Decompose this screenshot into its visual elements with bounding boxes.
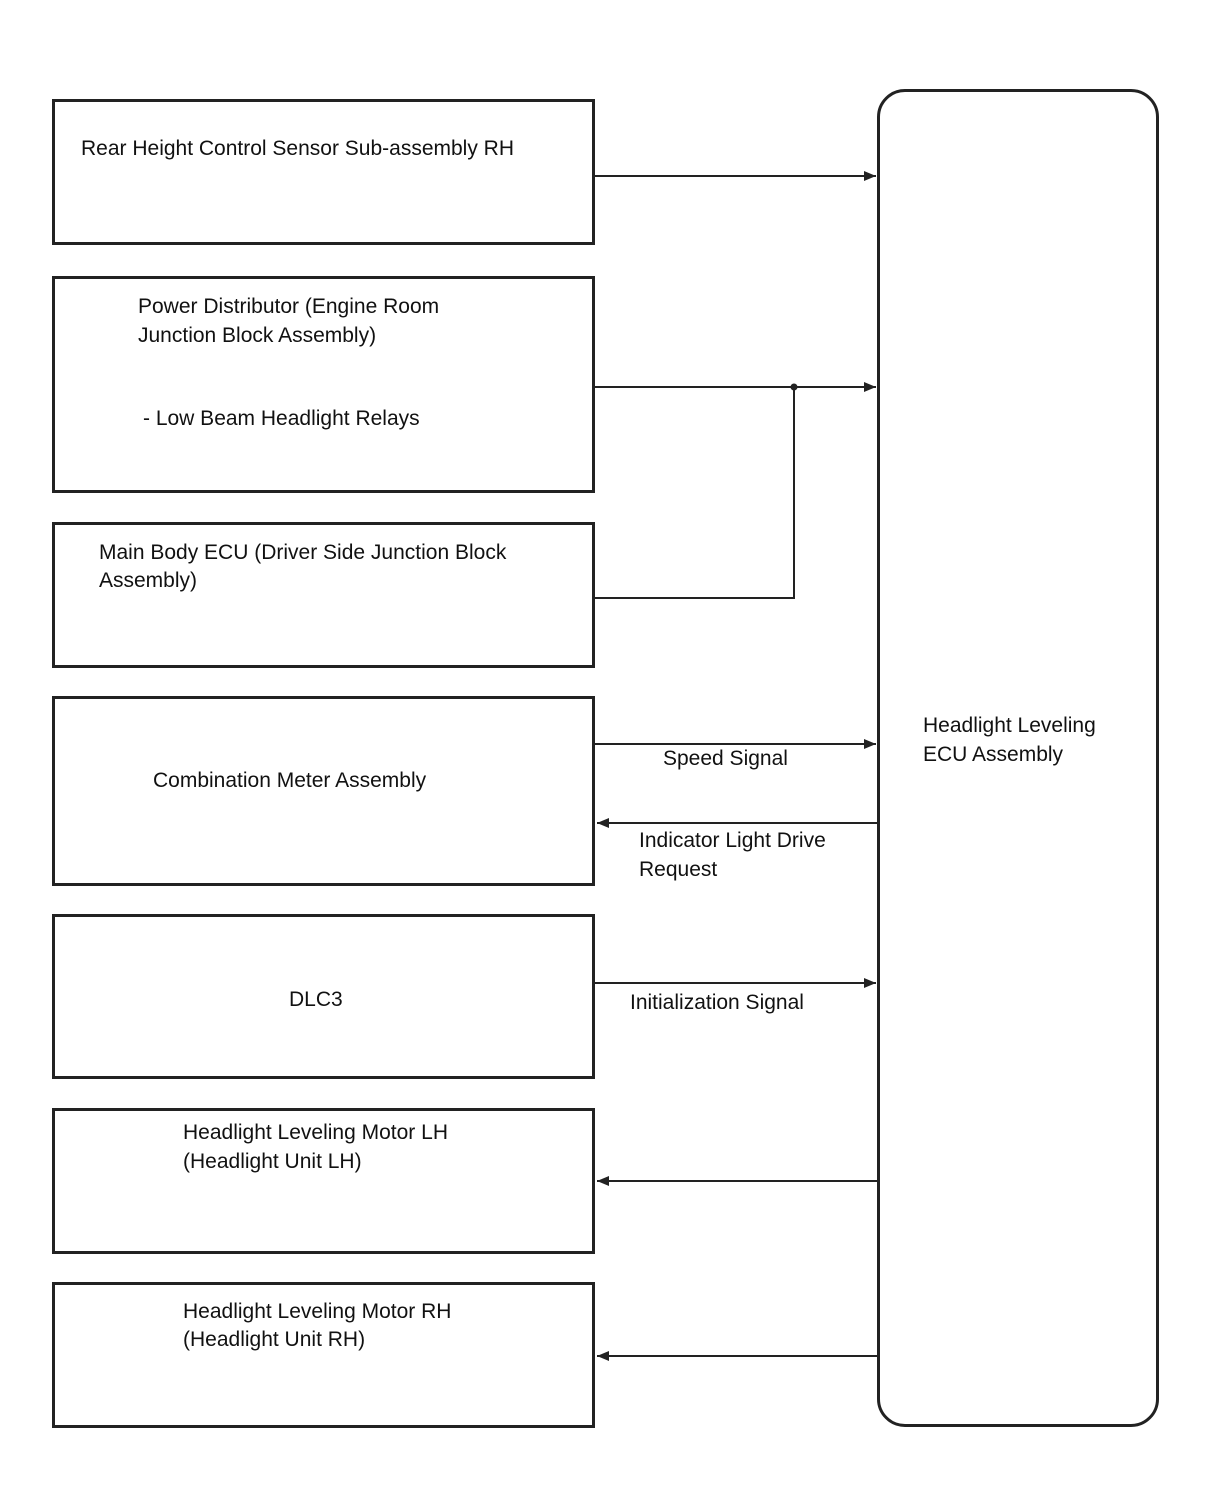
- motor-lh-label-line1: Headlight Leveling Motor LH: [183, 1121, 448, 1144]
- motor-rh-box: Headlight Leveling Motor RH (Headlight U…: [52, 1282, 595, 1428]
- power-distributor-label-line1: Power Distributor (Engine Room: [138, 295, 440, 318]
- dlc3-label: DLC3: [289, 988, 343, 1011]
- motor-rh-label-line1: Headlight Leveling Motor RH: [183, 1300, 452, 1323]
- motor-rh-label-line2: (Headlight Unit RH): [183, 1328, 366, 1351]
- motor-lh-label-line2: (Headlight Unit LH): [183, 1150, 362, 1173]
- combination-meter-box: Combination Meter Assembly: [52, 696, 595, 886]
- low-beam-relays-label: - Low Beam Headlight Relays: [143, 407, 420, 430]
- motor-lh-box: Headlight Leveling Motor LH (Headlight U…: [52, 1108, 595, 1254]
- initialization-signal-label: Initialization Signal: [630, 991, 804, 1014]
- combination-meter-label: Combination Meter Assembly: [153, 769, 427, 792]
- speed-signal-label: Speed Signal: [663, 747, 788, 770]
- main-body-ecu-label-line1: Main Body ECU (Driver Side Junction Bloc…: [99, 541, 507, 564]
- headlight-leveling-ecu-box: Headlight Leveling ECU Assembly: [877, 89, 1159, 1427]
- main-body-ecu-box: Main Body ECU (Driver Side Junction Bloc…: [52, 522, 595, 668]
- power-distributor-label-line2: Junction Block Assembly): [138, 324, 377, 347]
- junction-dot: [790, 383, 798, 391]
- indicator-request-label-line2: Request: [639, 858, 718, 881]
- ecu-label-line1: Headlight Leveling: [923, 714, 1096, 737]
- main-body-ecu-junction-line: [594, 387, 795, 599]
- rear-height-sensor-box: Rear Height Control Sensor Sub-assembly …: [52, 99, 595, 245]
- power-distributor-box: Power Distributor (Engine Room Junction …: [52, 276, 595, 493]
- dlc3-box: DLC3: [52, 914, 595, 1079]
- indicator-request-label-line1: Indicator Light Drive: [639, 829, 826, 852]
- main-body-ecu-label-line2: Assembly): [99, 569, 198, 592]
- rear-height-sensor-label: Rear Height Control Sensor Sub-assembly …: [81, 137, 515, 160]
- ecu-label-line2: ECU Assembly: [923, 743, 1064, 766]
